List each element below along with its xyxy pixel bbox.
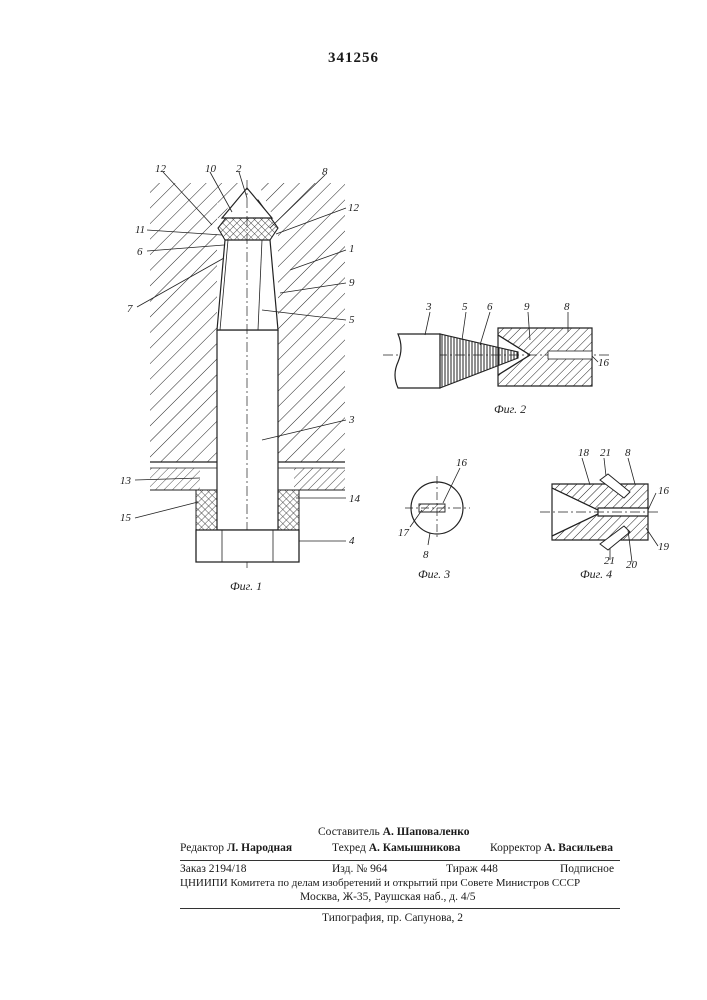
printer-line: Типография, пр. Сапунова, 2 (322, 912, 463, 924)
fig3-label: 17 (398, 527, 410, 539)
figure-3: 16 17 8 Фиг. 3 (398, 457, 470, 581)
figure-1: 12 10 2 8 12 11 6 1 9 7 5 3 13 14 15 4 Ф… (120, 163, 361, 593)
fig2-label: 3 (425, 301, 432, 313)
fig1-label: 10 (205, 163, 217, 175)
fig1-label: 5 (349, 314, 355, 326)
corrector-name: А. Васильева (544, 842, 613, 854)
compiler-role: Составитель (318, 826, 380, 838)
figure-4: 18 21 8 16 21 20 19 Фиг. 4 (540, 447, 670, 581)
fig2-label: 6 (487, 301, 493, 313)
fig1-label: 6 (137, 246, 143, 258)
editor-line: Редактор Л. Народная (180, 842, 292, 854)
figure-2: 3 5 6 9 8 16 Фиг. 2 (383, 301, 610, 416)
edition-number: Изд. № 964 (332, 863, 387, 875)
fig1-label: 3 (348, 414, 355, 426)
address-line: Москва, Ж-35, Раушская наб., д. 4/5 (300, 891, 476, 903)
fig1-label: 2 (236, 163, 242, 175)
editor-role: Редактор (180, 842, 224, 854)
fig1-label: 7 (127, 303, 133, 315)
fig1-label: 11 (135, 224, 145, 236)
fig4-label: 20 (626, 559, 638, 571)
corrector-role: Корректор (490, 842, 541, 854)
organization-line: ЦНИИПИ Комитета по делам изобретений и о… (180, 877, 580, 889)
subscription: Подписное (560, 863, 614, 875)
fig1-label: 13 (120, 475, 132, 487)
tech-name: А. Камышникова (369, 842, 461, 854)
fig4-label: 16 (658, 485, 670, 497)
tech-role: Техред (332, 842, 366, 854)
imprint-rule-bottom (180, 908, 620, 909)
fig1-label: 9 (349, 277, 355, 289)
fig2-label: 8 (564, 301, 570, 313)
corrector-line: Корректор А. Васильева (490, 842, 613, 854)
compiler-line: Составитель А. Шаповаленко (318, 826, 470, 838)
fig2-label: 5 (462, 301, 468, 313)
fig1-label: 15 (120, 512, 132, 524)
editor-name: Л. Народная (227, 842, 292, 854)
fig1-label: 12 (348, 202, 360, 214)
fig4-label: 21 (600, 447, 611, 459)
fig4-caption: Фиг. 4 (580, 567, 612, 581)
imprint-rule-top (180, 860, 620, 861)
fig3-label: 8 (423, 549, 429, 561)
fig1-label: 1 (349, 243, 355, 255)
fig1-label: 12 (155, 163, 167, 175)
fig2-label: 9 (524, 301, 530, 313)
circulation: Тираж 448 (446, 863, 498, 875)
fig4-label: 19 (658, 541, 670, 553)
fig2-caption: Фиг. 2 (494, 402, 526, 416)
fig4-label: 18 (578, 447, 590, 459)
fig3-label: 16 (456, 457, 468, 469)
fig4-label: 8 (625, 447, 631, 459)
fig1-label: 8 (322, 166, 328, 178)
order-number: Заказ 2194/18 (180, 863, 247, 875)
fig3-caption: Фиг. 3 (418, 567, 450, 581)
fig2-label: 16 (598, 357, 610, 369)
compiler-name: А. Шаповаленко (383, 826, 470, 838)
fig1-caption: Фиг. 1 (230, 579, 262, 593)
fig1-label: 14 (349, 493, 361, 505)
fig1-label: 4 (349, 535, 355, 547)
fig4-label: 21 (604, 555, 615, 567)
tech-editor-line: Техред А. Камышникова (332, 842, 460, 854)
